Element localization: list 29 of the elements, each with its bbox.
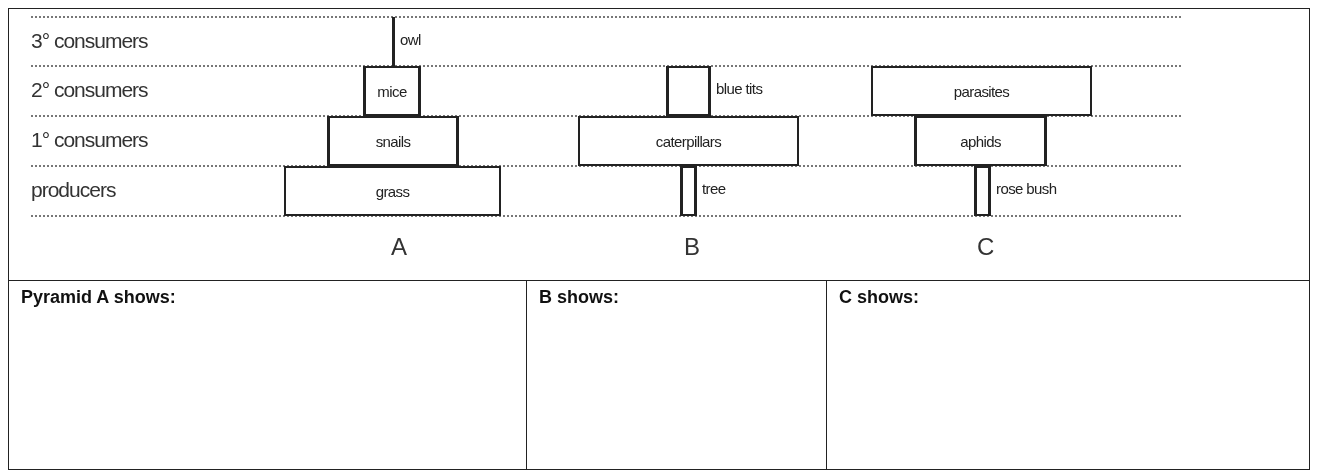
pyramid-bar: [284, 166, 501, 216]
organism-label: blue tits: [716, 81, 763, 96]
answer-prompt: Pyramid A shows:: [21, 287, 176, 307]
organism-label: tree: [702, 181, 726, 196]
organism-label: caterpillars: [655, 132, 722, 150]
pyramid-letter: B: [684, 235, 700, 259]
organism-label: aphids: [960, 132, 1001, 150]
pyramid-bar: [871, 66, 1092, 116]
thin-bar: [974, 166, 991, 216]
answer-prompt: B shows:: [539, 287, 619, 307]
pyramid-bar: [363, 66, 421, 116]
trophic-level-label: 1° consumers: [31, 129, 148, 150]
organism-label: mice: [377, 82, 407, 100]
thin-bar: [666, 66, 711, 116]
organism-label: grass: [375, 182, 410, 200]
organism-label: rose bush: [996, 181, 1057, 196]
pyramid-bar: [327, 116, 459, 166]
pyramid-letter: C: [977, 235, 995, 259]
trophic-level-label: 3° consumers: [31, 30, 148, 51]
organism-label: parasites: [953, 82, 1010, 100]
trophic-level-label: 2° consumers: [31, 79, 148, 100]
pyramid-bar: [578, 116, 799, 166]
pyramid-bar: [914, 116, 1047, 166]
organism-label: owl: [400, 32, 421, 47]
pyramid-letter: A: [391, 235, 407, 259]
trophic-level-label: producers: [31, 179, 116, 200]
thin-bar: [680, 166, 697, 216]
answer-prompt: C shows:: [839, 287, 919, 307]
organism-label: snails: [375, 132, 411, 150]
